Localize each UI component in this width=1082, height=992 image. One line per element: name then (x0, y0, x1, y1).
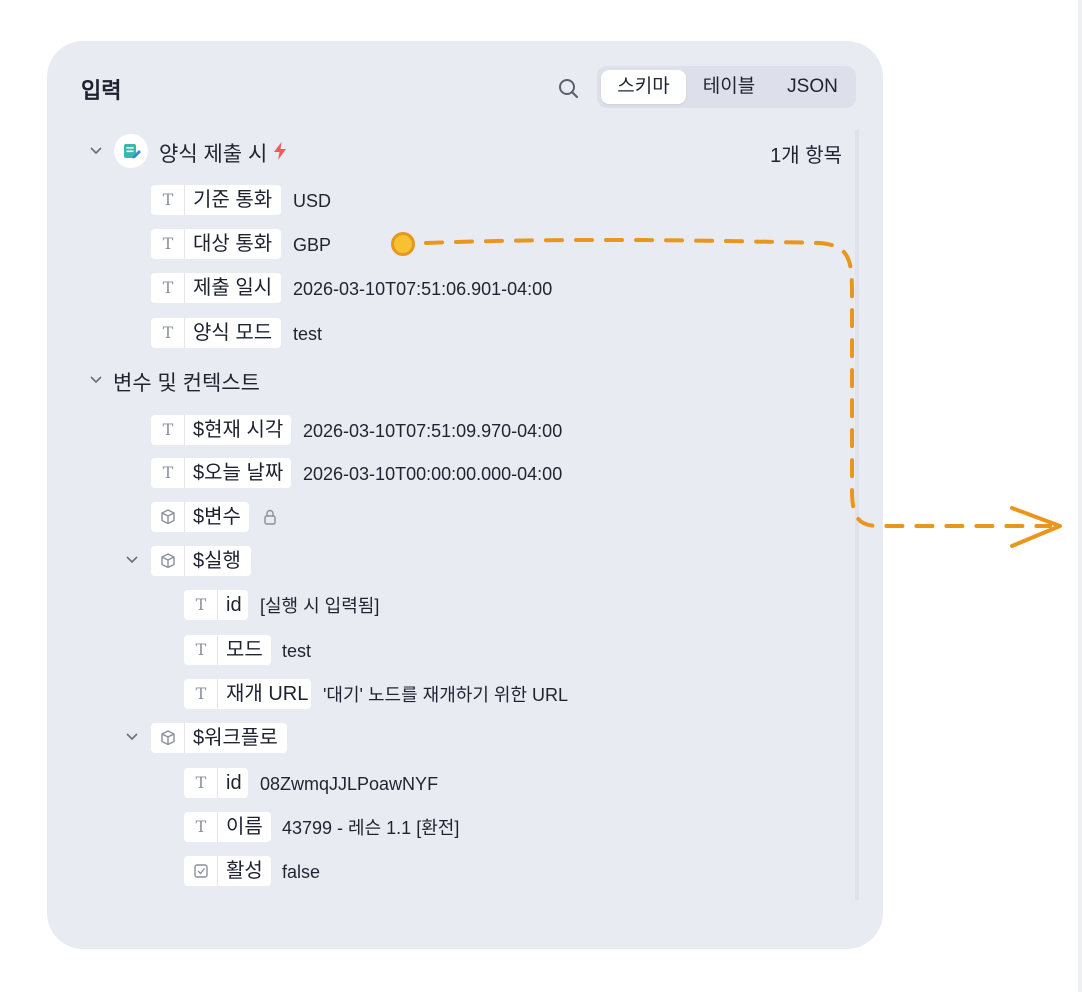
field-pill[interactable]: $워크플로 (151, 723, 287, 753)
field-value: false (282, 862, 321, 882)
field-value: test (293, 324, 323, 344)
field-label: 재개 URL (226, 683, 309, 705)
field-pill[interactable]: T 이름 (184, 812, 271, 842)
field-value: 08ZwmqJJLPoawNYF (260, 774, 439, 794)
field-value: [실행 시 입력됨] (260, 596, 380, 616)
lock-icon (264, 509, 276, 525)
field-label: $변수 (193, 506, 241, 528)
field-label: 이름 (226, 816, 263, 838)
type-t-icon: T (151, 185, 185, 215)
field-label: 양식 모드 (193, 322, 273, 344)
field-value: test (282, 641, 312, 661)
field-label: $실행 (193, 550, 241, 572)
field-pill[interactable]: T 양식 모드 (151, 318, 281, 348)
form-trigger-icon (114, 134, 148, 168)
field-value: 2026-03-10T00:00:00.000-04:00 (303, 464, 563, 484)
type-t-icon: T (151, 229, 185, 259)
type-t-icon: T (184, 768, 218, 798)
search-icon (559, 79, 579, 99)
field-pill[interactable]: T $현재 시각 (151, 415, 291, 445)
type-t-icon: T (184, 812, 218, 842)
type-t-icon: T (184, 590, 218, 620)
type-t-icon: T (151, 318, 185, 348)
panel-title: 입력 (81, 78, 122, 103)
item-count: 1개 항목 (770, 145, 842, 167)
context-section-label[interactable]: 변수 및 컨텍스트 (113, 372, 260, 395)
type-t-icon: T (184, 635, 218, 665)
tab-table[interactable]: 테이블 (702, 76, 756, 97)
field-pill[interactable]: T 대상 통화 (151, 229, 281, 259)
field-value: 2026-03-10T07:51:06.901-04:00 (293, 279, 553, 299)
field-pill[interactable]: $변수 (151, 502, 249, 532)
field-label: $워크플로 (193, 727, 278, 749)
type-t-icon: T (184, 679, 218, 709)
view-tabs: 스키마 테이블 JSON (597, 66, 856, 108)
chevron-down-icon[interactable] (89, 144, 103, 158)
field-value: USD (293, 191, 332, 211)
field-pill[interactable]: $실행 (151, 546, 251, 576)
field-label: 대상 통화 (193, 233, 273, 255)
field-label: 모드 (226, 639, 263, 661)
field-label: $현재 시각 (193, 419, 284, 441)
field-pill[interactable]: T $오늘 날짜 (151, 458, 291, 488)
trigger-node-label[interactable]: 양식 제출 시 (159, 143, 268, 166)
field-pill[interactable]: T id (184, 768, 248, 798)
search-button[interactable] (553, 73, 583, 103)
field-value: 2026-03-10T07:51:09.970-04:00 (303, 421, 563, 441)
cube-icon (151, 502, 185, 532)
chevron-down-icon[interactable] (89, 373, 103, 387)
field-value: '대기' 노드를 재개하기 위한 URL (323, 685, 569, 705)
checkbox-icon (184, 856, 218, 886)
type-t-icon: T (151, 273, 185, 303)
field-label: 활성 (226, 860, 263, 882)
field-label: 기준 통화 (193, 189, 273, 211)
field-label: 제출 일시 (193, 277, 273, 299)
tab-schema[interactable]: 스키마 (601, 70, 686, 104)
cube-icon (151, 546, 185, 576)
field-pill[interactable]: T 재개 URL (184, 679, 311, 709)
field-value: 43799 - 레슨 1.1 [환전] (282, 818, 460, 838)
input-panel (47, 41, 883, 949)
field-pill[interactable]: T 모드 (184, 635, 271, 665)
field-pill[interactable]: T 기준 통화 (151, 185, 281, 215)
field-pill[interactable]: 활성 (184, 856, 271, 886)
chevron-down-icon[interactable] (125, 730, 139, 744)
chevron-down-icon[interactable] (125, 553, 139, 567)
field-pill[interactable]: T id (184, 590, 248, 620)
lightning-icon (274, 142, 286, 160)
cube-icon (151, 723, 185, 753)
field-label: $오늘 날짜 (193, 462, 284, 484)
window-edge (1078, 0, 1082, 992)
panel-scrollbar[interactable] (855, 130, 859, 900)
field-label: id (226, 772, 242, 794)
field-pill[interactable]: T 제출 일시 (151, 273, 281, 303)
field-label: id (226, 594, 242, 616)
type-t-icon: T (151, 415, 185, 445)
tab-json[interactable]: JSON (787, 76, 838, 97)
field-value: GBP (293, 235, 332, 255)
type-t-icon: T (151, 458, 185, 488)
